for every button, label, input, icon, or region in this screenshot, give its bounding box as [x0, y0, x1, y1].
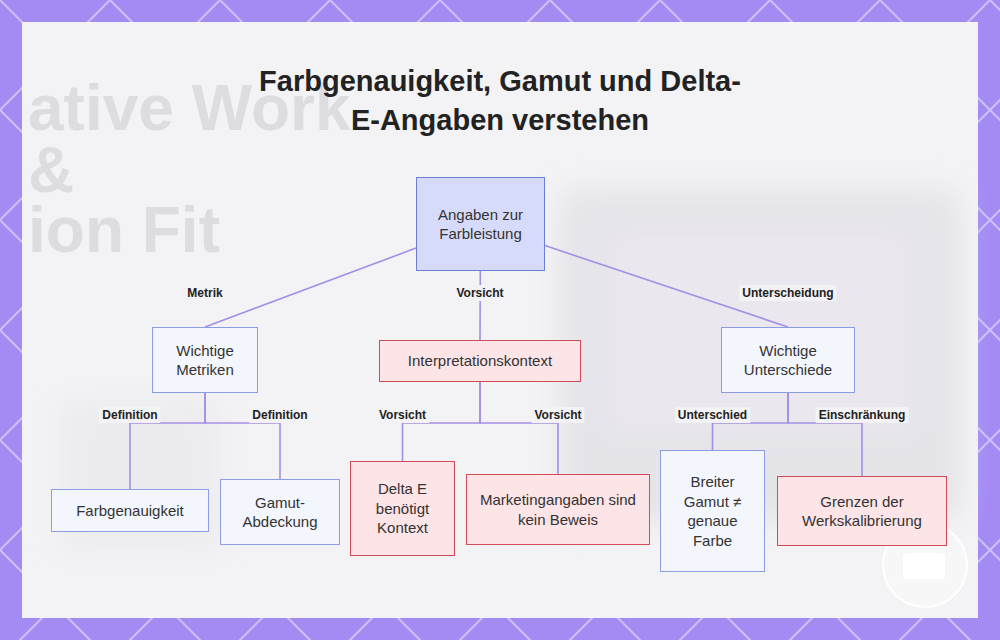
- concept-box: Wichtige Metriken: [152, 327, 258, 393]
- edge-label: Metrik: [184, 285, 225, 301]
- edge-label: Definition: [249, 407, 310, 423]
- edge-label: Unterschied: [675, 407, 750, 423]
- edge-label: Vorsicht: [531, 407, 584, 423]
- concept-box: Farbgenauigkeit: [51, 489, 209, 532]
- connector-line: [788, 393, 862, 476]
- box-text: Gamut-Abdeckung: [231, 493, 329, 532]
- concept-box: Angaben zur Farbleistung: [416, 177, 545, 271]
- box-text: Breiter Gamut ≠ genaue Farbe: [671, 472, 754, 550]
- concept-box: Grenzen der Werkskalibrierung: [777, 476, 947, 546]
- edge-label: Einschränkung: [816, 407, 909, 423]
- box-text: Interpretationskontext: [408, 351, 552, 371]
- box-text: Wichtige Unterschiede: [732, 341, 844, 380]
- card: [22, 22, 978, 618]
- connector-line: [205, 393, 280, 479]
- box-text: Wichtige Metriken: [163, 341, 247, 380]
- watermark-text: ion Fit: [28, 198, 220, 262]
- box-text: Angaben zur Farbleistung: [433, 205, 528, 244]
- edge-label: Vorsicht: [376, 407, 429, 423]
- concept-box: Breiter Gamut ≠ genaue Farbe: [660, 450, 765, 572]
- edge-label: Definition: [99, 407, 160, 423]
- box-text: Farbgenauigkeit: [76, 501, 184, 521]
- concept-box: Marketingangaben sind kein Beweis: [466, 474, 650, 545]
- edge-label: Vorsicht: [453, 285, 506, 301]
- box-text: Delta E benötigt Kontext: [361, 479, 444, 538]
- box-text: Grenzen der Werkskalibrierung: [788, 492, 936, 531]
- concept-box: Wichtige Unterschiede: [721, 327, 855, 393]
- concept-box: Gamut-Abdeckung: [220, 479, 340, 545]
- concept-box: Interpretationskontext: [379, 340, 581, 382]
- connector-line: [205, 248, 416, 327]
- diagram-title: Farbgenauigkeit, Gamut und Delta-E-Angab…: [250, 62, 750, 140]
- concept-box: Delta E benötigt Kontext: [350, 461, 455, 556]
- edge-label: Unterscheidung: [739, 285, 836, 301]
- connector-line: [479, 271, 481, 340]
- box-text: Marketingangaben sind kein Beweis: [477, 490, 639, 529]
- watermark-text: &: [28, 138, 74, 202]
- connector-line: [480, 382, 558, 474]
